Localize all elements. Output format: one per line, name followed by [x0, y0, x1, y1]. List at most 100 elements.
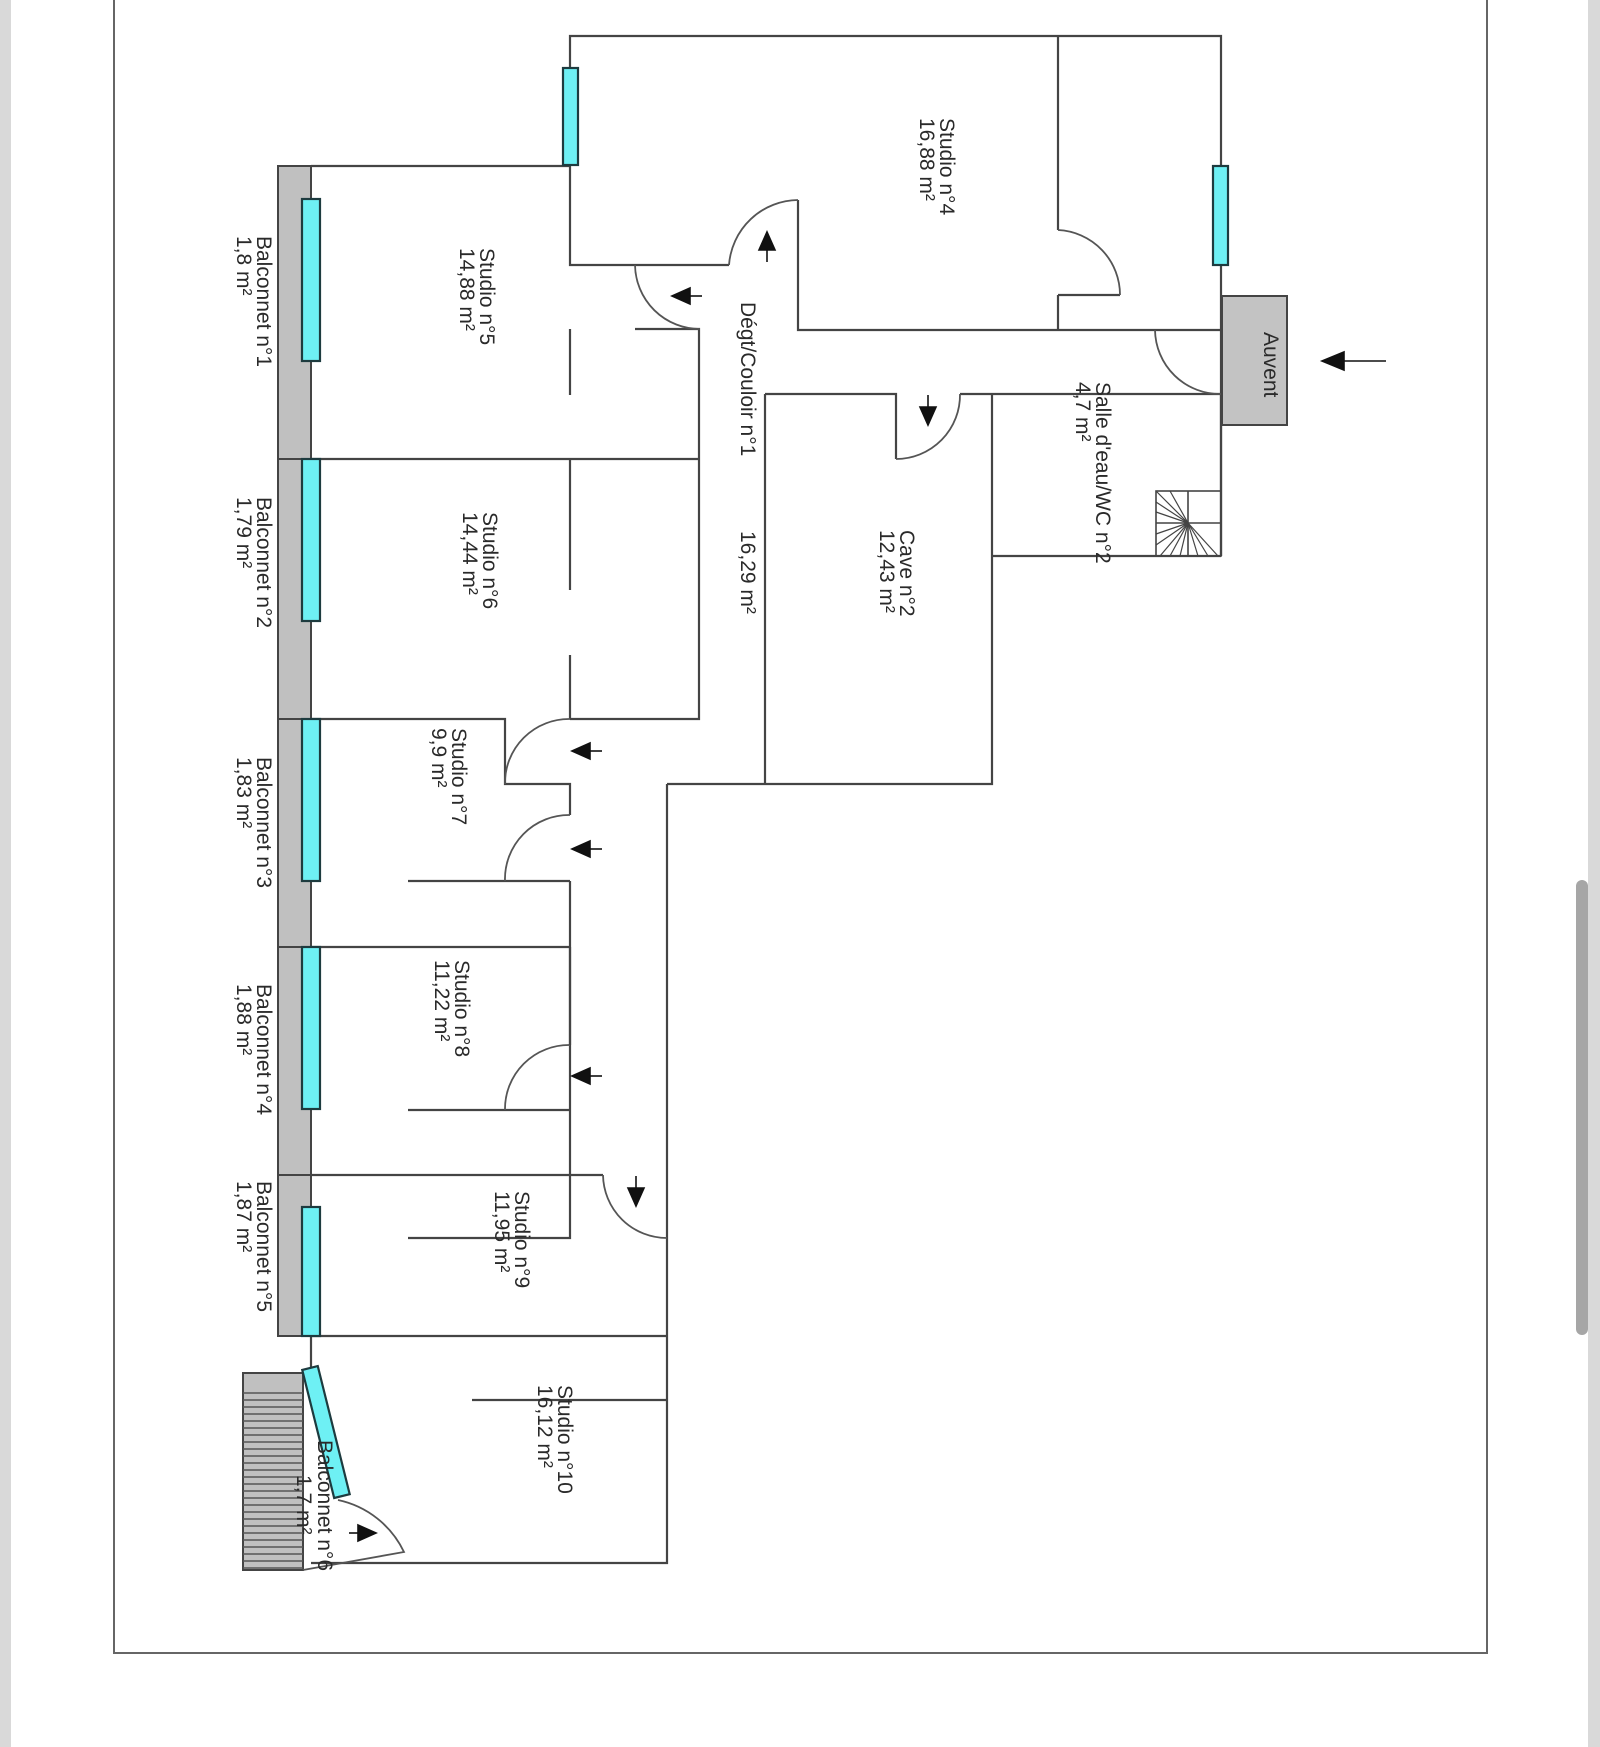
stair-ray [1187, 522, 1209, 557]
stair-ray [1159, 522, 1189, 557]
scrollbar-thumb[interactable] [1576, 880, 1588, 1335]
label-corridor-1-area: 16,29 m² [736, 531, 759, 614]
auvent-canopy [1221, 295, 1288, 426]
svg-text:11,95 m²: 11,95 m² [490, 1191, 513, 1272]
svg-text:Cave n°2: Cave n°2 [895, 530, 918, 617]
label-balcony-6: Balconnet n°6 [313, 1440, 336, 1571]
stair-ray [1169, 522, 1189, 557]
label-studio-9: Studio n°9 11,95 m² [490, 1191, 533, 1288]
svg-text:Balconnet n°4: Balconnet n°4 [252, 984, 275, 1115]
stair-ray [1155, 501, 1189, 524]
arrow-right-icon [349, 1523, 378, 1543]
stair-ray [1179, 522, 1189, 557]
svg-text:Balconnet n°5: Balconnet n°5 [252, 1181, 275, 1312]
label-studio-7: Studio n°7 9,9 m² [427, 728, 470, 825]
label-studio-5: Studio n°5 14,88 m² [455, 248, 498, 345]
stair-ray [1155, 522, 1189, 535]
door-studio-9 [602, 1174, 668, 1239]
labels: Studio n°4 16,88 m² Studio n°5 14,88 m² … [232, 118, 1282, 1571]
window-balcony-6 [300, 1364, 352, 1500]
label-corridor-1: Dégt/Couloir n°1 [736, 302, 759, 456]
door-studio-4-bath [1057, 229, 1121, 296]
stair-ray [1169, 490, 1189, 524]
doors [302, 199, 1222, 1571]
svg-text:16,12 m²: 16,12 m² [533, 1385, 556, 1468]
svg-text:1,7 m²: 1,7 m² [292, 1475, 315, 1535]
arrow-up-icon [757, 230, 777, 262]
svg-text:Balconnet n°2: Balconnet n°2 [252, 497, 275, 628]
svg-text:12,43 m²: 12,43 m² [875, 530, 898, 613]
svg-text:16,88 m²: 16,88 m² [915, 118, 938, 201]
svg-text:1,83 m²: 1,83 m² [232, 757, 255, 828]
door-arrows [349, 230, 1386, 1543]
balcony-6-stairs[interactable] [242, 1372, 304, 1571]
spiral-stair-icon [1155, 490, 1222, 557]
door-balcony-6 [302, 1499, 406, 1571]
svg-text:4,7 m²: 4,7 m² [1071, 382, 1094, 442]
svg-text:1,8 m²: 1,8 m² [232, 236, 255, 296]
label-balcony-6-area: 1,7 m² [292, 1475, 315, 1535]
svg-text:Studio n°9: Studio n°9 [510, 1191, 533, 1288]
label-salle-eau: Salle d'eau/WC n°2 4,7 m² [1071, 382, 1114, 564]
stair-ray [1155, 490, 1189, 524]
svg-text:Studio n°7: Studio n°7 [447, 728, 470, 825]
page-frame [113, 0, 1488, 1654]
window-studio-6 [300, 457, 322, 623]
svg-text:Balconnet n°3: Balconnet n°3 [252, 757, 275, 888]
svg-text:16,29 m²: 16,29 m² [736, 531, 759, 614]
svg-text:Studio n°4: Studio n°4 [935, 118, 958, 215]
window-studio-5 [300, 197, 322, 363]
svg-text:Auvent: Auvent [1259, 332, 1282, 398]
door-studio-4 [728, 199, 799, 266]
left-edge [0, 0, 11, 1747]
windows [300, 66, 1230, 1500]
svg-text:Salle d'eau/WC n°2: Salle d'eau/WC n°2 [1091, 382, 1114, 564]
svg-text:1,88 m²: 1,88 m² [232, 984, 255, 1055]
svg-text:9,9 m²: 9,9 m² [427, 728, 450, 788]
door-cave [895, 393, 961, 460]
arrow-left-icon [570, 839, 602, 859]
label-auvent: Auvent [1259, 332, 1282, 398]
door-studio-8 [504, 1044, 571, 1111]
svg-text:Studio n°8: Studio n°8 [450, 960, 473, 1057]
label-studio-10: Studio n°10 16,12 m² [533, 1385, 576, 1494]
arrow-down-icon [918, 395, 938, 427]
arrow-left-icon [670, 286, 702, 306]
svg-text:11,22 m²: 11,22 m² [430, 960, 453, 1041]
label-balcony-5: Balconnet n°5 1,87 m² [232, 1181, 275, 1312]
window-studio-4-west [561, 66, 580, 167]
label-balcony-4: Balconnet n°4 1,88 m² [232, 984, 275, 1115]
entrance-arrow-icon [1319, 350, 1386, 372]
svg-text:Studio n°5: Studio n°5 [475, 248, 498, 345]
stair-ray [1187, 522, 1219, 557]
stair-ray [1187, 522, 1199, 557]
svg-text:Studio n°6: Studio n°6 [478, 512, 501, 609]
stair-ray [1155, 511, 1189, 524]
arrow-down-icon [626, 1176, 646, 1208]
label-studio-8: Studio n°8 11,22 m² [430, 960, 473, 1057]
svg-text:1,87 m²: 1,87 m² [232, 1181, 255, 1252]
window-studio-7 [300, 717, 322, 883]
svg-text:Balconnet n°6: Balconnet n°6 [313, 1440, 336, 1571]
right-scroll-track[interactable] [1588, 0, 1600, 1747]
door-studio-7 [504, 814, 571, 882]
svg-text:14,88 m²: 14,88 m² [455, 248, 478, 331]
svg-text:Dégt/Couloir n°1: Dégt/Couloir n°1 [736, 302, 759, 456]
window-studio-8 [300, 945, 322, 1111]
svg-text:Studio n°10: Studio n°10 [553, 1385, 576, 1494]
window-studio-9 [300, 1205, 322, 1338]
svg-text:14,44 m²: 14,44 m² [458, 512, 481, 595]
label-balcony-3: Balconnet n°3 1,83 m² [232, 757, 275, 888]
label-studio-4: Studio n°4 16,88 m² [915, 118, 958, 215]
label-cave-2: Cave n°2 12,43 m² [875, 530, 918, 617]
door-studio-5 [634, 264, 701, 330]
arrow-left-icon [570, 741, 602, 761]
arrow-left-icon [570, 1066, 602, 1086]
label-balcony-2: Balconnet n°2 1,79 m² [232, 497, 275, 628]
svg-text:1,79 m²: 1,79 m² [232, 497, 255, 568]
svg-text:Balconnet n°1: Balconnet n°1 [252, 236, 275, 367]
door-studio-6 [504, 718, 571, 785]
door-entrance [1154, 329, 1222, 395]
stair-ray [1155, 522, 1189, 546]
